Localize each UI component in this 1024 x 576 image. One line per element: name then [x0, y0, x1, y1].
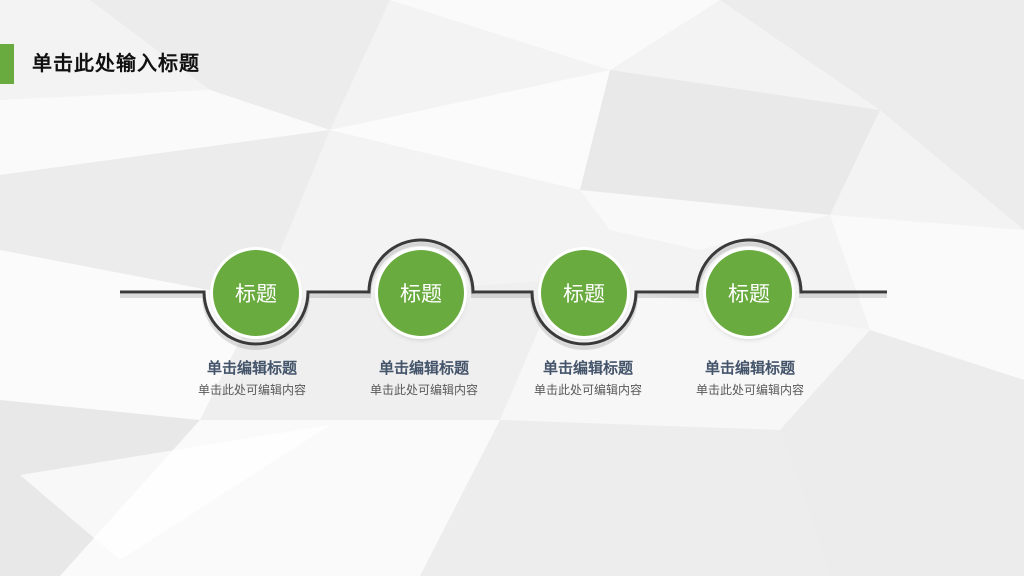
step-2-circle[interactable]: 标题: [378, 250, 464, 336]
page-title[interactable]: 单击此处输入标题: [32, 51, 200, 75]
title-accent-bar: [0, 44, 14, 84]
step-3-title[interactable]: 单击编辑标题: [542, 359, 633, 377]
step-1-circle-label: 标题: [235, 282, 277, 306]
step-1-description[interactable]: 单击此处可编辑内容: [197, 383, 306, 397]
step-4-title[interactable]: 单击编辑标题: [704, 359, 795, 377]
step-4-description[interactable]: 单击此处可编辑内容: [695, 383, 804, 397]
step-2-title[interactable]: 单击编辑标题: [378, 359, 469, 377]
connector-line: [120, 238, 887, 346]
step-1-title[interactable]: 单击编辑标题: [206, 359, 297, 377]
connector-line-shadow: [120, 242, 887, 350]
step-3-circle[interactable]: 标题: [541, 250, 627, 336]
step-4-circle-label: 标题: [728, 282, 770, 306]
step-3-description[interactable]: 单击此处可编辑内容: [533, 383, 642, 397]
step-2-description[interactable]: 单击此处可编辑内容: [369, 383, 478, 397]
step-1-circle[interactable]: 标题: [213, 250, 299, 336]
step-2-circle-label: 标题: [400, 282, 442, 306]
step-4-circle[interactable]: 标题: [706, 250, 792, 336]
step-3-circle-label: 标题: [563, 282, 605, 306]
